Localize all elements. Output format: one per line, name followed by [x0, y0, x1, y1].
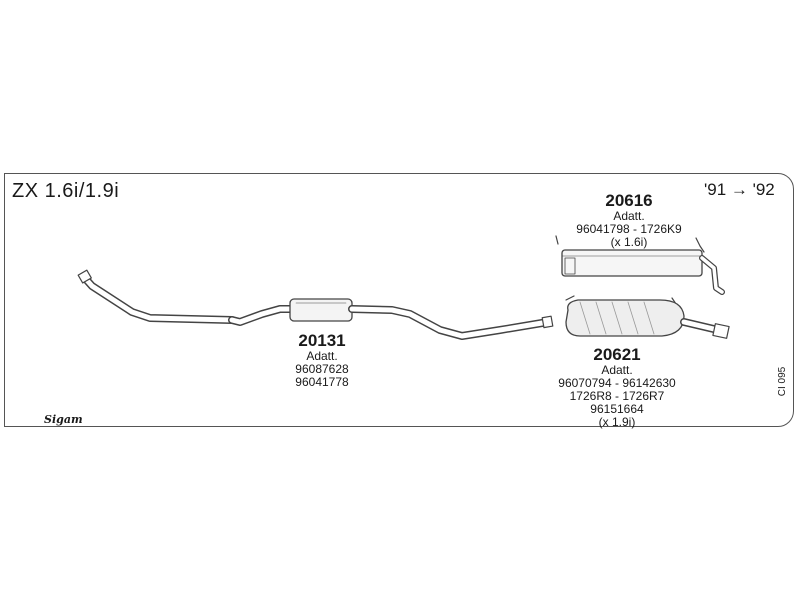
part-code: (x 1.9i) — [598, 415, 636, 429]
rear-silencer-20621 — [565, 295, 730, 339]
part-20131: 20131 Adatt. 96087628 96041778 — [272, 331, 372, 389]
part-number: 20616 — [605, 191, 653, 210]
part-number: 20621 — [593, 345, 641, 364]
part-code: 1726R8 - 1726R7 — [569, 389, 665, 403]
year-range: '91 → '92 — [704, 180, 775, 199]
part-code: 96041778 — [295, 375, 349, 389]
part-label: Adatt. — [613, 209, 645, 223]
part-code: (x 1.6i) — [610, 235, 648, 249]
catalog-reference: CI 095 — [777, 366, 789, 397]
part-label: Adatt. — [306, 349, 338, 363]
part-20616: 20616 Adatt. 96041798 - 1726K9 (x 1.6i) — [562, 191, 696, 249]
brand-logo: Sigam — [44, 413, 83, 426]
center-silencer — [289, 298, 353, 322]
front-pipe — [77, 269, 296, 326]
rear-pipe — [348, 305, 554, 340]
part-code: 96087628 — [295, 362, 349, 376]
part-code: 96041798 - 1726K9 — [576, 222, 682, 236]
model-title: ZX 1.6i/1.9i — [12, 180, 120, 202]
part-number: 20131 — [298, 331, 346, 350]
part-label: Adatt. — [601, 363, 633, 377]
rear-silencer-20616 — [555, 235, 725, 295]
part-code: 96151664 — [590, 402, 644, 416]
part-code: 96070794 - 96142630 — [558, 376, 676, 390]
part-20621: 20621 Adatt. 96070794 - 96142630 1726R8 … — [540, 345, 694, 429]
